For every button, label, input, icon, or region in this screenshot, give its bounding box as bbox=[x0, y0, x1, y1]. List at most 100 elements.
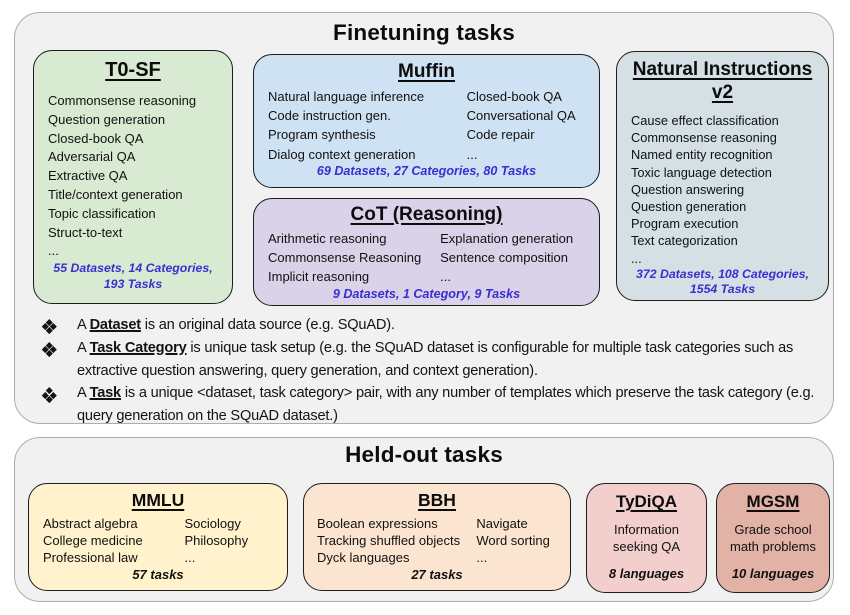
task-item: Conversational QA bbox=[466, 108, 576, 124]
mmlu-task-count: 57 tasks bbox=[132, 566, 184, 582]
task-item: Text categorization bbox=[631, 233, 738, 249]
t0sf-dataset-stats: 55 Datasets, 14 Categories, 193 Tasks bbox=[53, 261, 213, 291]
task-item: Professional law bbox=[43, 550, 138, 566]
muffin-dataset-stats: 69 Datasets, 27 Categories, 80 Tasks bbox=[316, 163, 537, 178]
cot-box: CoT (Reasoning) Arithmetic reasoning Com… bbox=[253, 198, 600, 306]
mmlu-column-left: Abstract algebra College medicine Profes… bbox=[43, 515, 185, 567]
task-item: Closed-book QA bbox=[48, 130, 144, 146]
niv2-task-list: Cause effect classification Commonsense … bbox=[617, 112, 828, 267]
task-item: Tracking shuffled objects bbox=[317, 533, 461, 549]
t0sf-title: T0-SF bbox=[105, 59, 161, 81]
mgsm-title: MGSM bbox=[746, 492, 800, 511]
task-item: Dialog context generation bbox=[268, 146, 416, 162]
task-item: Natural language inference bbox=[268, 89, 425, 104]
task-item: Question answering bbox=[631, 181, 745, 197]
cot-task-columns: Arithmetic reasoning Commonsense Reasoni… bbox=[254, 229, 599, 287]
task-item: Question generation bbox=[631, 199, 747, 215]
task-item: Toxic language detection bbox=[631, 164, 772, 180]
niv2-title: Natural Instructions v2 bbox=[632, 59, 813, 103]
task-item: Program synthesis bbox=[268, 127, 376, 143]
mmlu-task-columns: Abstract algebra College medicine Profes… bbox=[29, 515, 287, 567]
muffin-title: Muffin bbox=[398, 61, 455, 82]
task-item: Closed-book QA bbox=[466, 89, 562, 104]
t0sf-task-list: Commonsense reasoning Question generatio… bbox=[34, 92, 232, 261]
task-item: Commonsense Reasoning bbox=[268, 250, 422, 266]
task-item: ... bbox=[440, 269, 451, 285]
task-item: Topic classification bbox=[48, 205, 156, 221]
task-item: Named entity recognition bbox=[631, 147, 773, 163]
diamond-bullet-icon bbox=[42, 337, 77, 383]
diamond-bullet-icon bbox=[42, 382, 77, 428]
bbh-task-columns: Boolean expressions Tracking shuffled ob… bbox=[304, 515, 570, 567]
cot-column-right: Explanation generation Sentence composit… bbox=[440, 229, 599, 287]
mmlu-title: MMLU bbox=[131, 490, 185, 510]
task-item: Dyck languages bbox=[317, 550, 410, 566]
task-item: Adversarial QA bbox=[48, 149, 136, 165]
definition-task-category: A Task Category is unique task setup (e.… bbox=[42, 337, 827, 383]
muffin-column-right: Closed-book QA Conversational QA Code re… bbox=[467, 87, 599, 164]
mmlu-box: MMLU Abstract algebra College medicine P… bbox=[28, 483, 288, 591]
tydiqa-title: TyDiQA bbox=[615, 492, 678, 511]
task-item: Arithmetic reasoning bbox=[268, 231, 387, 246]
cot-dataset-stats: 9 Datasets, 1 Category, 9 Tasks bbox=[332, 286, 521, 301]
task-item: ... bbox=[184, 550, 196, 566]
definition-term: Task Category bbox=[89, 339, 187, 356]
muffin-column-left: Natural language inference Code instruct… bbox=[268, 87, 467, 164]
tydiqa-language-count: 8 languages bbox=[608, 566, 685, 581]
cot-title: CoT (Reasoning) bbox=[350, 204, 503, 225]
task-item: ... bbox=[476, 550, 488, 566]
bbh-task-count: 27 tasks bbox=[411, 566, 463, 582]
mgsm-description: Grade school math problems bbox=[730, 522, 816, 554]
muffin-task-columns: Natural language inference Code instruct… bbox=[254, 87, 599, 164]
task-item: Explanation generation bbox=[440, 231, 574, 246]
mmlu-column-right: Sociology Philosophy ... bbox=[185, 515, 287, 567]
task-item: Abstract algebra bbox=[43, 516, 138, 531]
definition-term: Dataset bbox=[89, 317, 142, 333]
task-item: Extractive QA bbox=[48, 168, 128, 184]
task-item: Implicit reasoning bbox=[268, 269, 370, 285]
task-item: Cause effect classification bbox=[631, 113, 779, 128]
tydiqa-box: TyDiQA Information seeking QA 8 language… bbox=[586, 483, 707, 593]
bbh-column-left: Boolean expressions Tracking shuffled ob… bbox=[317, 515, 476, 567]
task-item: ... bbox=[48, 243, 59, 259]
definition-text: A Task is a unique <dataset, task catego… bbox=[77, 385, 815, 425]
task-item: Code instruction gen. bbox=[268, 108, 391, 124]
natural-instructions-v2-box: Natural Instructions v2 Cause effect cla… bbox=[616, 51, 829, 301]
task-item: College medicine bbox=[43, 533, 143, 549]
heldout-panel: Held-out tasks MMLU Abstract algebra Col… bbox=[14, 437, 834, 602]
task-item: Commonsense reasoning bbox=[48, 93, 197, 108]
task-item: Commonsense reasoning bbox=[631, 130, 777, 146]
task-item: Navigate bbox=[476, 516, 528, 531]
heldout-panel-title: Held-out tasks bbox=[345, 442, 503, 467]
definitions-list: A Dataset is an original data source (e.… bbox=[42, 314, 827, 428]
task-item: Word sorting bbox=[476, 533, 550, 549]
task-item: Philosophy bbox=[184, 533, 249, 549]
niv2-dataset-stats: 372 Datasets, 108 Categories, 1554 Tasks bbox=[636, 266, 809, 297]
definition-dataset: A Dataset is an original data source (e.… bbox=[42, 314, 827, 337]
cot-column-left: Arithmetic reasoning Commonsense Reasoni… bbox=[268, 229, 440, 287]
task-item: Sociology bbox=[184, 516, 241, 531]
t0sf-box: T0-SF Commonsense reasoning Question gen… bbox=[33, 50, 233, 304]
definition-task: A Task is a unique <dataset, task catego… bbox=[42, 382, 827, 428]
task-item: Code repair bbox=[466, 127, 535, 143]
mgsm-language-count: 10 languages bbox=[731, 566, 815, 581]
finetuning-panel-title: Finetuning tasks bbox=[333, 20, 515, 45]
task-item: Boolean expressions bbox=[317, 516, 438, 531]
bbh-box: BBH Boolean expressions Tracking shuffle… bbox=[303, 483, 571, 591]
mgsm-box: MGSM Grade school math problems 10 langu… bbox=[716, 483, 830, 593]
tydiqa-description: Information seeking QA bbox=[612, 522, 681, 554]
muffin-box: Muffin Natural language inference Code i… bbox=[253, 54, 600, 188]
task-item: ... bbox=[631, 250, 642, 266]
definition-term: Task bbox=[89, 385, 122, 402]
task-item: Sentence composition bbox=[440, 250, 569, 266]
task-item: Title/context generation bbox=[48, 186, 183, 202]
task-item: Question generation bbox=[48, 111, 166, 127]
definition-text: A Task Category is unique task setup (e.… bbox=[77, 339, 794, 379]
bbh-title: BBH bbox=[418, 490, 456, 510]
bbh-column-right: Navigate Word sorting ... bbox=[476, 515, 570, 567]
finetuning-panel: Finetuning tasks T0-SF Commonsense reaso… bbox=[14, 12, 834, 424]
task-item: Program execution bbox=[631, 216, 739, 232]
diamond-bullet-icon bbox=[42, 314, 77, 337]
task-item: Struct-to-text bbox=[48, 224, 123, 240]
definition-text: A Dataset is an original data source (e.… bbox=[77, 317, 395, 333]
